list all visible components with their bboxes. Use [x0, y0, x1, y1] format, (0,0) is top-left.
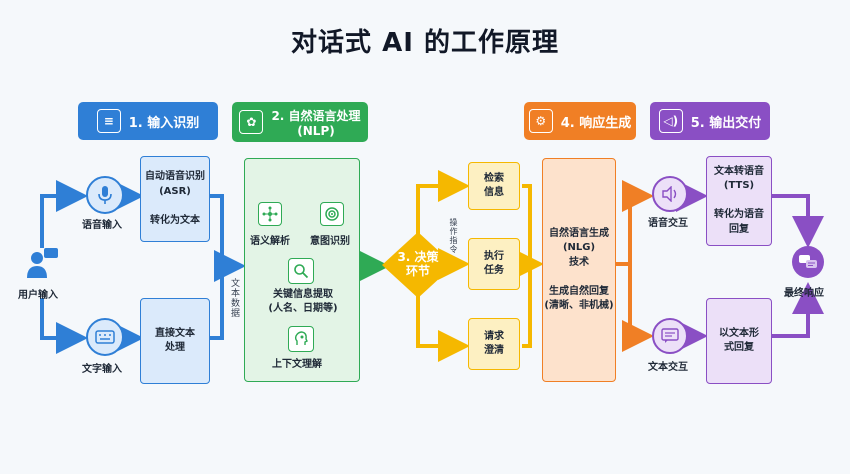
network-icon	[258, 202, 282, 226]
text-input-label: 文字输入	[82, 364, 122, 375]
brain-icon: ✿	[239, 110, 264, 134]
execute-task-box: 执行 任务	[468, 238, 520, 290]
stage-header-response: ⚙ 4. 响应生成	[524, 102, 636, 140]
stage-label: 4. 响应生成	[560, 115, 632, 131]
stage-label: 5. 输出交付	[690, 115, 762, 131]
target-icon	[320, 202, 344, 226]
stage-header-input: ≡ 1. 输入识别	[78, 102, 218, 140]
intent-label: 意图识别	[310, 236, 350, 247]
nlg-box: 自然语言生成 (NLG) 技术 生成自然回复 (清晰、非机械)	[542, 158, 616, 382]
final-response-label: 最终响应	[784, 288, 824, 299]
tts-box: 文本转语音 (TTS) 转化为语音 回复	[706, 156, 772, 246]
stage-header-nlp: ✿ 2. 自然语言处理 (NLP)	[232, 102, 368, 142]
arrow-textform-final	[772, 282, 824, 338]
magnifier-icon	[288, 258, 314, 284]
decision-label: 3. 决策 环节	[397, 250, 439, 279]
speaker-icon: ◁)	[658, 109, 683, 133]
stage-label: 2. 自然语言处理 (NLP)	[271, 108, 361, 138]
arrow-user-text	[40, 298, 88, 354]
op-command-label: 操作指令	[449, 218, 458, 254]
clarify-box: 请求 澄清	[468, 318, 520, 370]
text-data-label: 文本数据	[229, 278, 239, 318]
voice-input-label: 语音输入	[82, 220, 122, 231]
arrow-search-nlg	[522, 184, 532, 264]
stage-header-output: ◁) 5. 输出交付	[650, 102, 770, 140]
arrow-nlg-text	[622, 264, 654, 352]
asr-box: 自动语音识别 (ASR) 转化为文本	[140, 156, 210, 242]
chat-bubbles-icon	[792, 246, 824, 278]
chat-icon: ≡	[96, 109, 121, 133]
text-response-box: 以文本形 式回复	[706, 298, 772, 384]
chat-window-icon	[652, 318, 688, 354]
key-info-label: 关键信息提取 (人名、日期等)	[268, 289, 338, 314]
arrow-clarify-nlg	[522, 264, 532, 348]
arrow-asr-merge	[210, 194, 224, 266]
gear-chat-icon: ⚙	[528, 109, 553, 133]
semantic-parse-label: 语义解析	[250, 236, 290, 247]
arrow-decision-search	[416, 170, 470, 244]
arrow-user-voice	[40, 180, 88, 248]
context-label: 上下文理解	[272, 359, 322, 370]
arrow-nlg-voice	[616, 180, 654, 266]
speaker-icon	[652, 176, 688, 212]
stage-label: 1. 输入识别	[128, 115, 200, 131]
page-title: 对话式 AI 的工作原理	[291, 28, 559, 58]
arrow-tts-final	[772, 194, 824, 248]
search-info-box: 检索 信息	[468, 162, 520, 210]
keyboard-icon	[86, 318, 124, 356]
user-icon	[22, 244, 62, 284]
text-interaction-label: 文本交互	[648, 362, 688, 373]
user-input-label: 用户输入	[18, 290, 58, 301]
decision-diamond	[382, 232, 454, 298]
arrow-decision-clarify	[416, 288, 470, 362]
microphone-icon	[86, 176, 124, 214]
head-icon	[288, 326, 314, 352]
arrow-direct-merge	[210, 250, 246, 340]
direct-text-box: 直接文本 处理	[140, 298, 210, 384]
voice-interaction-label: 语音交互	[648, 218, 688, 229]
